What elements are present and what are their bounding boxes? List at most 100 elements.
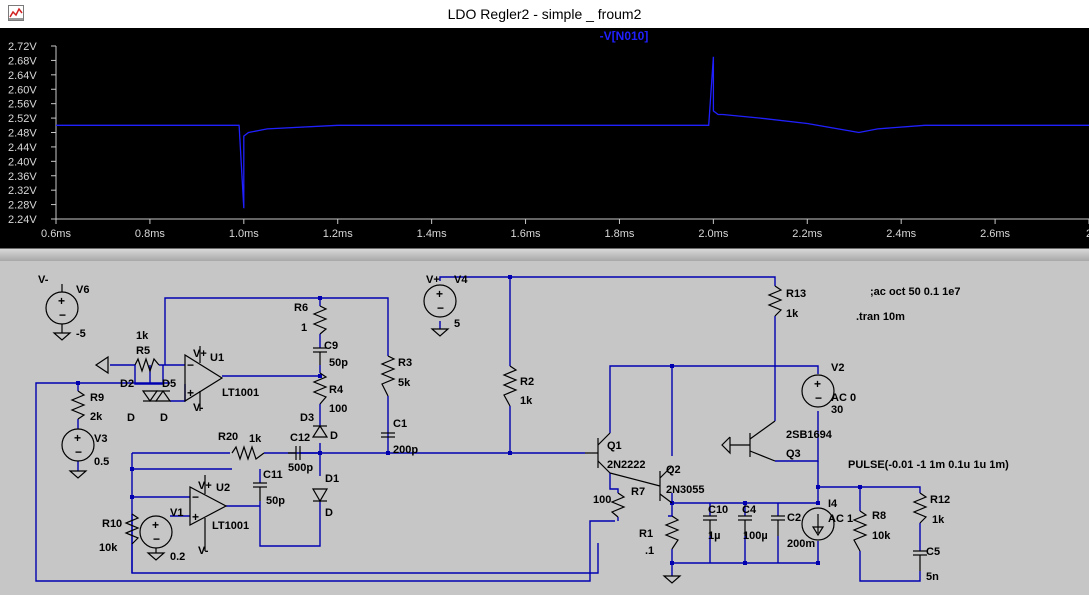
label-r12: R12 <box>930 494 950 506</box>
svg-text:+: + <box>58 294 65 308</box>
label-d2: D2 <box>120 378 134 390</box>
resistor-r3 <box>380 355 396 397</box>
pulse-directive: PULSE(-0.01 -1 1m 0.1u 1u 1m) <box>848 459 1009 471</box>
value-d2: D <box>127 412 135 424</box>
label-u1: U1 <box>210 352 224 364</box>
waveform-plot[interactable]: 2.72V2.68V2.64V2.60V2.56V2.52V2.48V2.44V… <box>0 28 1089 248</box>
transistor-q3 <box>721 420 776 462</box>
ac-directive: ;ac oct 50 0.1 1e7 <box>870 286 961 298</box>
label-v4: V4 <box>454 274 468 286</box>
value-r9: 2k <box>90 411 103 423</box>
resistor-r6 <box>312 305 328 335</box>
trace-group <box>56 56 1089 209</box>
value-c12: 500p <box>288 462 313 474</box>
y-tick-label: 2.24V <box>8 214 37 226</box>
svg-text:−: − <box>815 391 822 405</box>
label-u2-vminus: V- <box>198 545 209 557</box>
capacitor-c4 <box>738 515 752 536</box>
x-tick-label: 1.6ms <box>511 228 541 240</box>
schematic-pane[interactable]: +− +− +− +− +− −+ −+ V- V6 -5 V+ V4 5 1k… <box>0 261 1089 595</box>
value-q3: 2SB1694 <box>786 429 833 441</box>
label-r6: R6 <box>294 302 308 314</box>
label-c10: C10 <box>708 504 728 516</box>
diode-d1 <box>311 488 329 503</box>
y-tick-label: 2.44V <box>8 142 37 154</box>
schematic-canvas[interactable]: +− +− +− +− +− −+ −+ V- V6 -5 V+ V4 5 1k… <box>0 261 1089 595</box>
wires <box>35 276 921 582</box>
value-v2: AC 0 <box>831 392 856 404</box>
label-d5: D5 <box>162 378 176 390</box>
x-tick-label: 1.4ms <box>417 228 447 240</box>
label-r3: R3 <box>398 357 412 369</box>
label-r2: R2 <box>520 376 534 388</box>
label-v6-pin: V- <box>38 274 49 286</box>
label-v2: V2 <box>831 362 844 374</box>
label-q2: Q2 <box>666 464 681 476</box>
value-v1: 0.2 <box>170 551 185 563</box>
x-tick-label: 2.0ms <box>698 228 728 240</box>
diode-d5 <box>154 389 172 402</box>
value-d5: D <box>160 412 168 424</box>
x-tick-label: 2.6ms <box>980 228 1010 240</box>
spice-directives[interactable]: ;ac oct 50 0.1 1e7 .tran 10m PULSE(-0.01… <box>848 286 1009 471</box>
y-tick-label: 2.72V <box>8 41 37 53</box>
source-i4 <box>801 507 835 541</box>
value-r5: 1k <box>136 330 149 342</box>
pane-splitter[interactable] <box>0 248 1089 262</box>
svg-text:+: + <box>814 377 821 391</box>
value-r7: 100 <box>593 494 611 506</box>
source-signs: +− +− +− +− +− −+ −+ <box>58 287 822 546</box>
label-r10: R10 <box>102 518 122 530</box>
svg-text:+: + <box>152 518 159 532</box>
value-v3: 0.5 <box>94 456 109 468</box>
source-v2 <box>801 374 835 408</box>
value-r20: 1k <box>249 433 262 445</box>
svg-text:+: + <box>74 431 81 445</box>
svg-text:−: − <box>153 532 160 546</box>
label-c12: C12 <box>290 432 310 444</box>
resistor-r1 <box>664 515 680 550</box>
resistor-r13 <box>767 285 783 317</box>
label-c2: C2 <box>787 512 801 524</box>
resistor-r5 <box>134 357 160 373</box>
value-r8: 10k <box>872 530 891 542</box>
label-r20: R20 <box>218 431 238 443</box>
x-tick-label: 0.6ms <box>41 228 71 240</box>
opamp-u2 <box>189 475 228 551</box>
value-q1: 2N2222 <box>607 459 646 471</box>
resistor-r20 <box>231 445 265 461</box>
svg-text:−: − <box>75 445 82 459</box>
value-d1: D <box>325 507 333 519</box>
label-r9: R9 <box>90 392 104 404</box>
value-v4: 5 <box>454 318 460 330</box>
value-r1: .1 <box>645 545 654 557</box>
label-c11: C11 <box>263 469 283 481</box>
source-v3 <box>61 428 95 462</box>
label-r8: R8 <box>872 510 886 522</box>
y-tick-label: 2.36V <box>8 171 37 183</box>
label-v6: V6 <box>76 284 89 296</box>
label-d1: D1 <box>325 473 339 485</box>
diode-d3 <box>311 424 329 438</box>
y-tick-label: 2.56V <box>8 99 37 111</box>
value-r10: 10k <box>99 542 118 554</box>
trace-label[interactable]: -V[N010] <box>600 29 649 43</box>
value-r3: 5k <box>398 377 411 389</box>
source-v4 <box>423 284 457 318</box>
label-q1: Q1 <box>607 440 622 452</box>
resistor-r9 <box>70 390 86 420</box>
label-u2: U2 <box>216 482 230 494</box>
capacitor-c1 <box>381 432 395 438</box>
label-d3: D3 <box>300 412 314 424</box>
resistor-r8 <box>852 510 868 552</box>
value-q2: 2N3055 <box>666 484 705 496</box>
value-r2: 1k <box>520 395 533 407</box>
trace-line[interactable] <box>56 56 1089 209</box>
label-r1: R1 <box>639 528 653 540</box>
tran-directive: .tran 10m <box>856 311 905 323</box>
capacitor-c10 <box>703 515 717 536</box>
label-i4: I4 <box>828 498 838 510</box>
label-c1: C1 <box>393 418 407 430</box>
x-tick-label: 1.2ms <box>323 228 353 240</box>
